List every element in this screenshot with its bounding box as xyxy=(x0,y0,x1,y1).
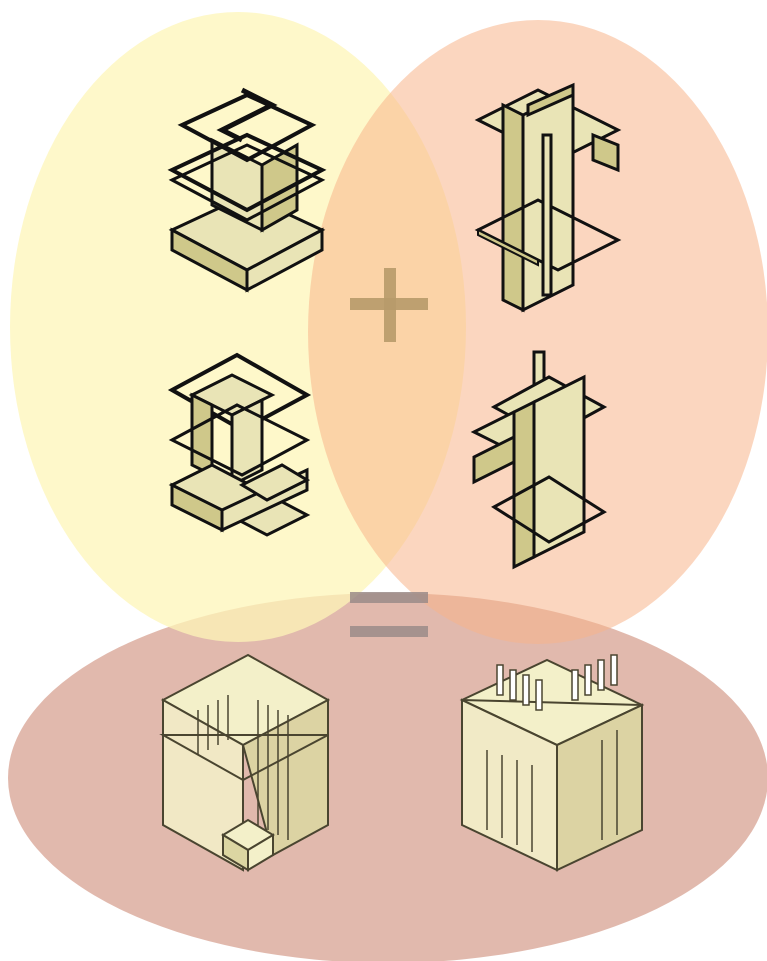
result-right-model xyxy=(459,654,645,872)
result-set-ellipse xyxy=(8,593,767,961)
equals-sign xyxy=(350,592,428,637)
right-top-model xyxy=(474,82,622,313)
right-set-ellipse xyxy=(308,20,767,644)
right-bottom-model xyxy=(470,350,608,570)
plus-sign xyxy=(350,268,428,342)
result-left-model xyxy=(159,653,331,872)
left-bottom-model xyxy=(167,352,312,537)
left-top-model xyxy=(167,87,327,293)
